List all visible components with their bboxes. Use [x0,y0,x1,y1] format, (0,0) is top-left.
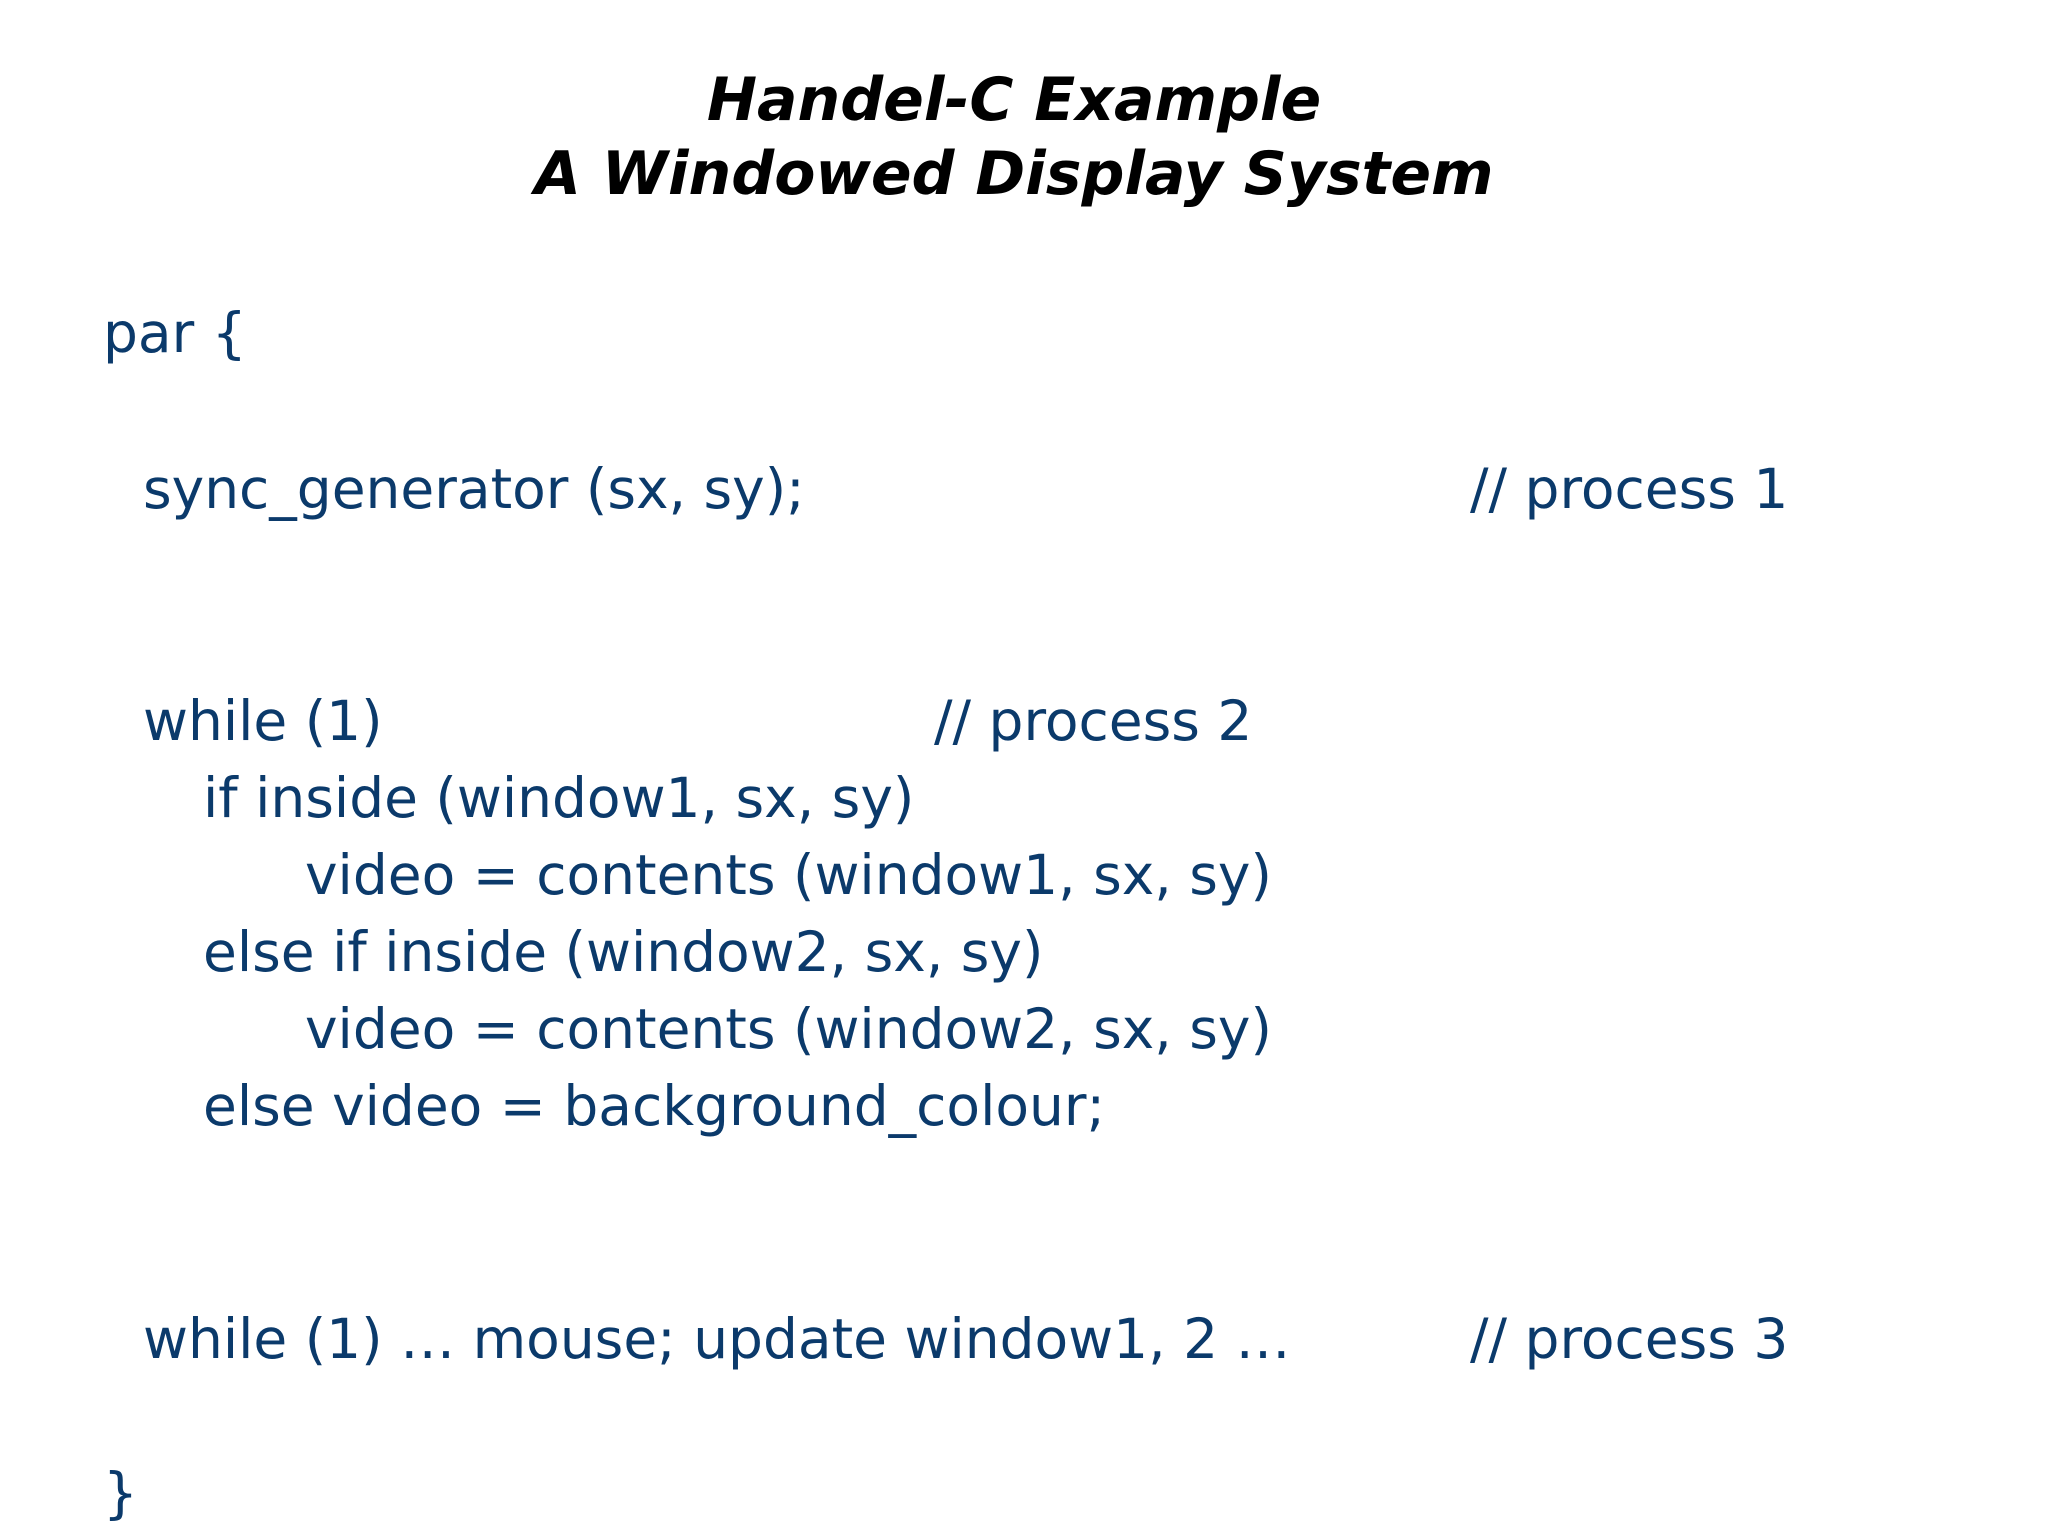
code-process3-statement: while (1) … mouse; update window1, 2 … [143,1307,1291,1371]
code-else-background: else video = background_colour; [203,1074,1105,1138]
code-process2-comment: // process 2 [934,689,1253,753]
code-par-close: } [103,1461,138,1525]
code-process2-while: while (1) [143,689,383,753]
code-process1-statement: sync_generator (sx, sy); [143,457,805,521]
code-video-window1: video = contents (window1, sx, sy) [305,843,1272,907]
code-elseif-window2: else if inside (window2, sx, sy) [203,920,1044,984]
code-process3-comment: // process 3 [1470,1307,1789,1371]
code-process1-comment: // process 1 [1470,457,1789,521]
code-if-window1: if inside (window1, sx, sy) [203,766,915,830]
code-video-window2: video = contents (window2, sx, sy) [305,997,1272,1061]
slide-title-line-2: A Windowed Display System [534,139,1494,209]
code-par-open: par { [103,301,247,365]
slide-title-line-1: Handel-C Example [706,65,1322,135]
